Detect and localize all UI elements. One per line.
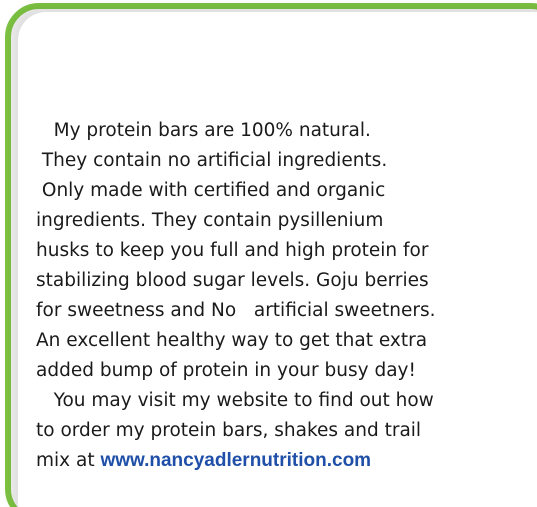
protein-bar-description: My protein bars are 100% natural. They c…: [36, 120, 436, 471]
text-line-3: Only made with certified and organic: [36, 180, 386, 201]
text-line-12-prefix: mix at: [36, 450, 101, 471]
text-line-11: to order my protein bars, shakes and tra…: [36, 420, 422, 441]
text-line-10: You may visit my website to find out how: [36, 390, 434, 411]
text-line-5: husks to keep you full and high protein …: [36, 240, 429, 261]
text-line-7: for sweetness and No artificial sweetner…: [36, 300, 436, 321]
text-line-1: My protein bars are 100% natural.: [36, 120, 371, 141]
text-line-6: stabilizing blood sugar levels. Goju ber…: [36, 270, 429, 291]
text-line-4: ingredients. They contain pysillenium: [36, 210, 384, 231]
text-line-12: mix at www.nancyadlernutrition.com: [36, 450, 371, 472]
website-link[interactable]: www.nancyadlernutrition.com: [100, 450, 372, 471]
text-line-2: They contain no artificial ingredients.: [36, 150, 388, 171]
text-line-8: An excellent healthy way to get that ext…: [36, 330, 428, 351]
text-line-9: added bump of protein in your busy day!: [36, 360, 416, 381]
panel-content-area: [18, 12, 537, 507]
